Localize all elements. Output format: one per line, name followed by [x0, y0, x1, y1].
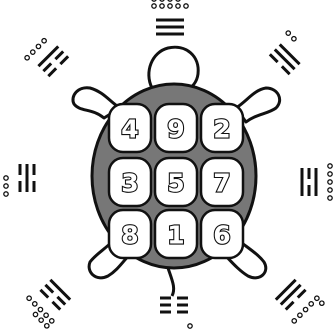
trigram-dot [328, 180, 332, 184]
magic-square-number: 9 [167, 115, 184, 144]
magic-square-number: 2 [213, 115, 230, 144]
trigram-dot [152, 0, 156, 1]
trigram-dot [168, 4, 172, 8]
trigram-dot [43, 312, 49, 318]
trigram-line-broken [40, 290, 48, 298]
trigram-dot [328, 188, 332, 192]
magic-square-number: 7 [213, 169, 230, 198]
trigram-line-broken [45, 285, 53, 293]
trigram-dot [308, 301, 314, 307]
trigram-dot [30, 49, 36, 55]
trigram-line-broken [298, 290, 306, 298]
trigram-dot [37, 306, 43, 312]
trigram-line-solid [281, 285, 301, 305]
trigram-dot [291, 36, 297, 42]
trigram-line-broken [270, 54, 278, 62]
trigram-dot [35, 43, 41, 49]
trigram-line-solid [38, 46, 58, 66]
trigram-line-broken [57, 297, 65, 305]
trigram-dot [24, 55, 30, 61]
trigram-top-right [267, 30, 311, 74]
trigram-line-broken [55, 51, 63, 59]
trigram-dot [32, 311, 38, 317]
trigram-dot [176, 0, 180, 1]
trigram-dot [160, 4, 164, 8]
trigram-dot [4, 192, 8, 196]
trigram-line-broken [43, 63, 51, 71]
trigram-dot [4, 184, 8, 188]
trigram-dot [328, 196, 332, 200]
trigram-left [4, 164, 34, 196]
trigram-dot [4, 176, 8, 180]
trigram-dot [168, 0, 172, 1]
trigram-line-broken [60, 56, 68, 64]
trigram-bottom-left [21, 277, 73, 329]
trigram-dot [188, 324, 192, 328]
trigram-dot [291, 318, 297, 324]
trigram-line-broken [282, 66, 290, 74]
trigram-dot [49, 318, 55, 324]
trigram-dot [314, 295, 320, 301]
trigram-top-left [24, 35, 68, 79]
magic-square-number: 5 [167, 169, 184, 198]
trigram-dot [38, 317, 44, 323]
trigram-bottom [160, 298, 192, 328]
magic-square-number: 3 [121, 169, 138, 198]
trigram-dot [285, 30, 291, 36]
magic-square-number: 1 [167, 221, 184, 250]
trigram-dot [44, 323, 50, 329]
trigram-dot [152, 4, 156, 8]
trigram-dot [328, 164, 332, 168]
trigram-bottom-right [273, 277, 325, 329]
trigram-top [152, 0, 188, 34]
trigram-dot [319, 300, 325, 306]
trigram-dot [41, 38, 47, 44]
trigram-line-broken [52, 302, 60, 310]
trigram-dot [328, 172, 332, 176]
trigram-line-solid [50, 280, 70, 300]
trigram-line-solid [280, 44, 300, 64]
trigram-dot [160, 0, 164, 1]
magic-square-number: 4 [121, 115, 138, 144]
trigram-dot [302, 306, 308, 312]
trigram-dot [297, 312, 303, 318]
trigram-line-broken [48, 68, 56, 76]
magic-square-number: 8 [121, 221, 138, 250]
trigram-line-solid [276, 280, 296, 300]
trigram-dot [184, 4, 188, 8]
turtle-tail [168, 268, 174, 296]
trigram-right [302, 164, 334, 200]
trigram-line-solid [275, 49, 295, 69]
magic-square-number: 6 [213, 221, 230, 250]
trigram-dot [176, 4, 180, 8]
trigram-dot [26, 295, 32, 301]
trigram-dot [32, 301, 38, 307]
trigram-line-broken [286, 302, 294, 310]
